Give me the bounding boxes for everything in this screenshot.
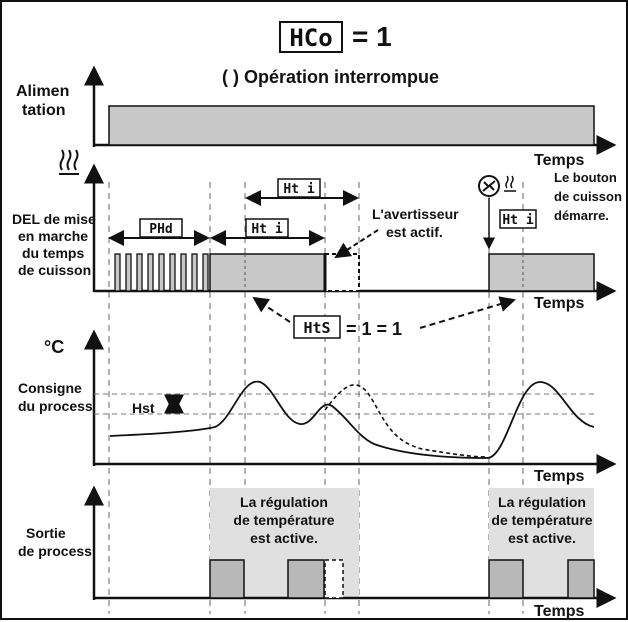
buzzer-pointer [334, 229, 379, 259]
hti-upper-code: Ht i [283, 182, 314, 197]
param-code: HCo [289, 24, 332, 52]
regulation-note-2c: est active. [508, 530, 576, 546]
power-on-signal [108, 105, 595, 146]
button-note-1: Le bouton [554, 170, 617, 185]
hts-pointer-left [252, 296, 291, 323]
temp-unit: °C [44, 337, 64, 357]
hts-code-box [293, 315, 341, 339]
led-restart-signal [488, 253, 595, 292]
temperature-curve-dashed [324, 384, 488, 458]
temp-label-2: du process [18, 398, 93, 414]
heat-waves-icon [59, 149, 79, 175]
output-label-2: de process [18, 543, 92, 559]
cooking-icon [504, 175, 516, 192]
regulation-note-1b: de température [233, 512, 334, 528]
hts-value: = 1 = 1 [346, 319, 402, 339]
led-label-4: de cuisson [18, 262, 91, 278]
hts-code: HtS [303, 319, 330, 337]
button-note-3: démarre. [554, 208, 609, 223]
output-label-1: Sortie [26, 525, 66, 541]
led-label-2: en marche [18, 228, 88, 244]
param-code-box [279, 21, 343, 53]
param-value: = 1 [352, 21, 392, 52]
temperature-row: °C Consigne du process Hst Temps [18, 329, 617, 485]
output-pulses [209, 559, 595, 599]
hti-restart-code-box [499, 209, 537, 229]
led-on-signal [209, 253, 326, 292]
output-dashed-pulse [324, 559, 344, 599]
button-note-2: de cuisson [554, 189, 622, 204]
led-blink-pulses [114, 253, 209, 292]
power-label-1: Alimen [16, 83, 69, 100]
phd-code-box [139, 218, 183, 238]
hts-pointer-right [419, 296, 516, 329]
led-label-1: DEL de mise [12, 211, 96, 227]
power-time-label: Temps [534, 152, 584, 169]
buzzer-dashed-signal [324, 253, 360, 292]
header: HCo = 1 ( ) Opération interrompue [222, 21, 439, 87]
hst-label: Hst [132, 400, 155, 416]
buzzer-note-2: est actif. [386, 224, 443, 240]
phd-code: PHd [149, 222, 172, 237]
output-row: Sortie de process La régulation de tempé… [18, 485, 617, 620]
regulation-note-2a: La régulation [498, 494, 586, 510]
power-row: Alimen tation Temps [16, 65, 617, 169]
buzzer-note-1: L'avertisseur [372, 206, 459, 222]
led-time-label: Temps [534, 295, 584, 312]
output-time-label: Temps [534, 603, 584, 620]
subtitle: ( ) Opération interrompue [222, 67, 439, 87]
temp-time-label: Temps [534, 468, 584, 485]
hti-code-box [245, 218, 289, 238]
hti-restart-code: Ht i [502, 213, 533, 228]
temperature-curve [109, 380, 595, 459]
hti-code: Ht i [251, 222, 282, 237]
power-label-2: tation [22, 102, 66, 119]
led-label-3: du temps [22, 245, 84, 261]
button-press-icon [478, 175, 500, 197]
led-row: DEL de mise en marche du temps de cuisso… [12, 149, 622, 339]
regulation-note-1c: est active. [250, 530, 318, 546]
regulation-note-1a: La régulation [240, 494, 328, 510]
hti-upper-code-box [277, 178, 321, 198]
temp-label-1: Consigne [18, 380, 82, 396]
regulation-note-2b: de température [491, 512, 592, 528]
